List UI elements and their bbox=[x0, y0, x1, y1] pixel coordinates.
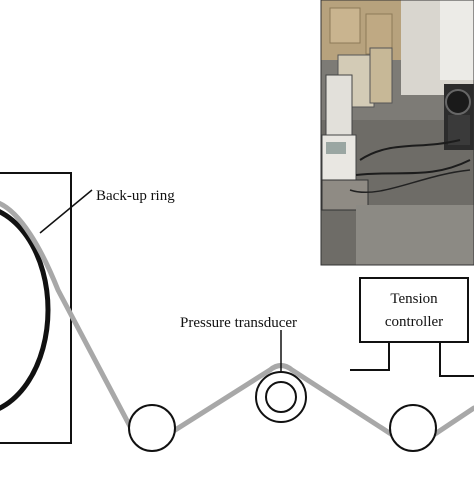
lab-photo-icon bbox=[320, 0, 474, 266]
transducer-roller bbox=[265, 381, 297, 413]
pressure-transducer-label: Pressure transducer bbox=[180, 315, 297, 331]
backup-ring-leader bbox=[39, 189, 93, 234]
roller-right bbox=[389, 404, 437, 452]
controller-wire-right bbox=[439, 342, 474, 377]
tension-controller-line2: controller bbox=[385, 314, 443, 330]
housing-box bbox=[0, 172, 72, 444]
tension-controller-box bbox=[359, 277, 469, 343]
roller-left bbox=[128, 404, 176, 452]
backup-ring bbox=[0, 209, 51, 411]
tension-controller-line1: Tension bbox=[390, 291, 438, 307]
controller-wire-left bbox=[350, 342, 390, 371]
backup-ring-label: Back-up ring bbox=[96, 188, 175, 204]
